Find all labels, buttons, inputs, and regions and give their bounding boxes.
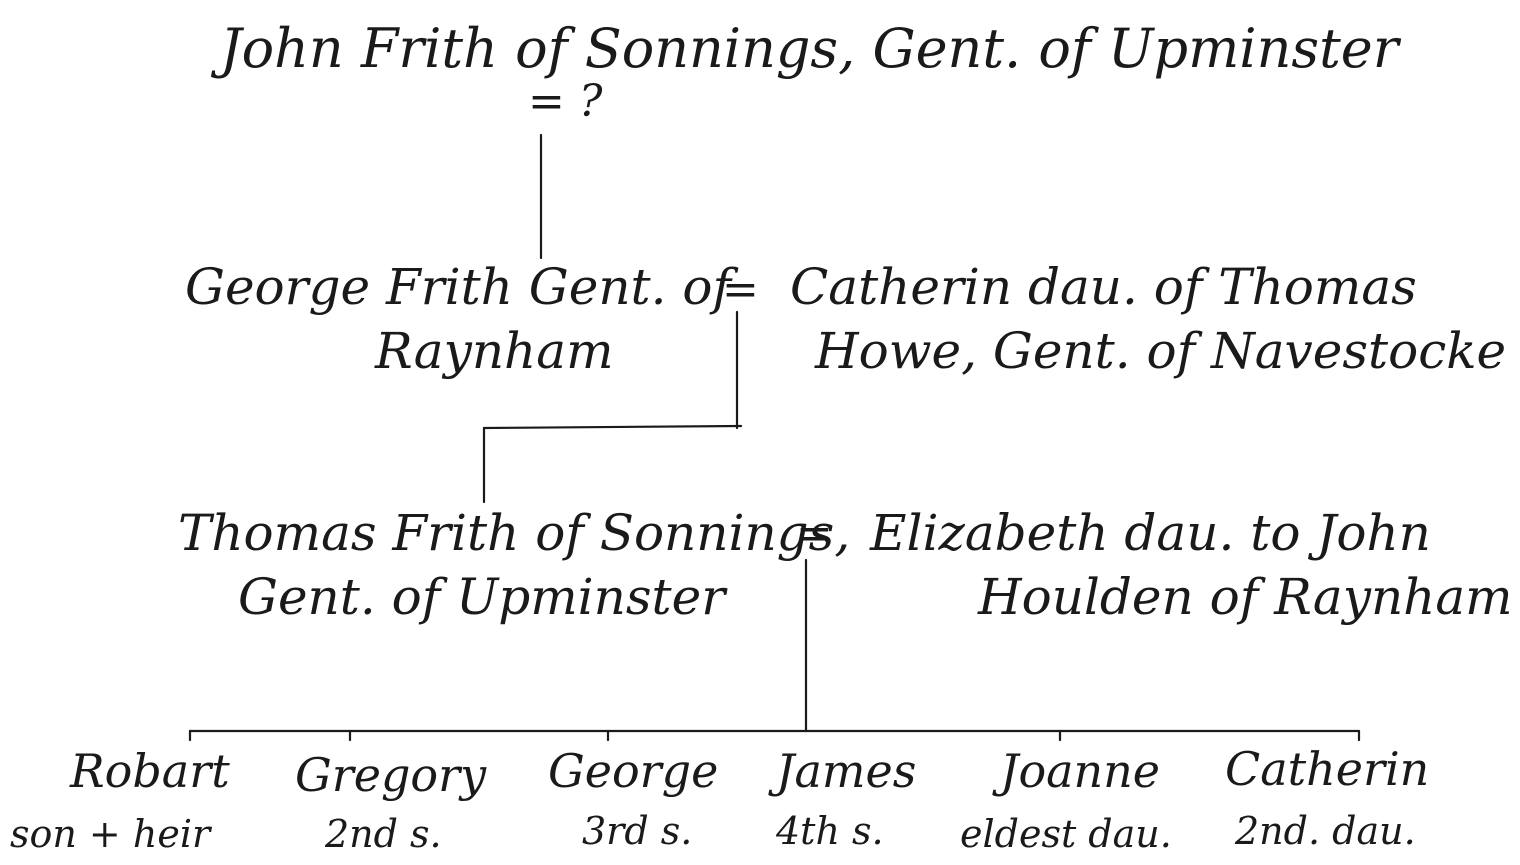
child-note-joanne: eldest dau. <box>960 812 1172 856</box>
gen3-wife-line2: Houlden of Raynham <box>978 568 1513 626</box>
gen1-spouse-marker: = ? <box>528 76 603 127</box>
child-note-gregory: 2nd s. <box>325 812 442 856</box>
gen3-husband-line2: Gent. of Upminster <box>238 568 726 626</box>
child-note-george: 3rd s. <box>582 809 693 853</box>
child-name-gregory: Gregory <box>295 748 487 802</box>
gen3-husband-line1: Thomas Frith of Sonnings, <box>178 504 851 562</box>
child-note-james: 4th s. <box>776 809 884 853</box>
child-note-robart: son + heir <box>10 812 211 856</box>
gen1-person: John Frith of Sonnings, Gent. of Upminst… <box>220 17 1399 80</box>
gen2-wife-line2: Howe, Gent. of Navestocke <box>815 322 1507 380</box>
child-name-robart: Robart <box>70 744 230 798</box>
gen2-wife-line1: Catherin dau. of Thomas <box>790 258 1417 316</box>
child-name-catherin: Catherin <box>1225 742 1430 796</box>
line-gen2-horizontal <box>482 424 743 430</box>
child-name-george: George <box>548 744 719 798</box>
gen2-husband-line2: Raynham <box>375 322 614 380</box>
gen3-wife-line1: Elizabeth dau. to John <box>870 504 1431 562</box>
child-name-james: James <box>776 744 917 798</box>
child-name-joanne: Joanne <box>1000 744 1161 798</box>
gen2-husband-line1: George Frith Gent. of <box>185 258 732 316</box>
gen2-marriage-sign: = <box>722 264 759 315</box>
gen3-marriage-sign: = <box>796 508 833 559</box>
child-note-catherin: 2nd. dau. <box>1235 809 1416 853</box>
